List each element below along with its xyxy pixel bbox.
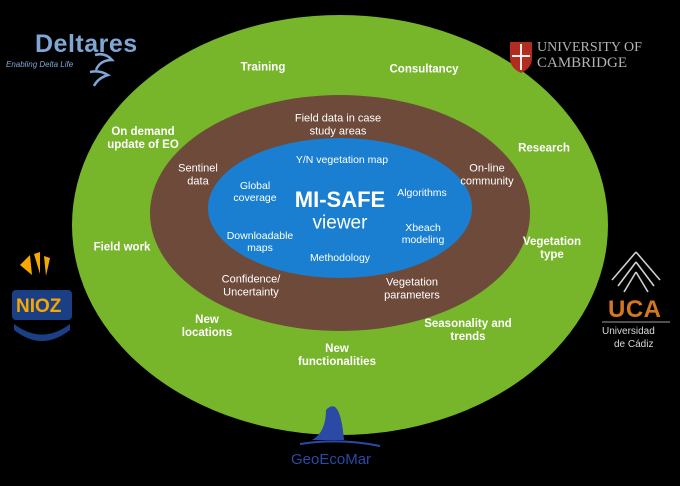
uca-logo-line3: de Cádiz	[614, 339, 654, 350]
nioz-logo-name: NIOZ	[16, 296, 62, 317]
middle-item-online-community: On-line community	[460, 162, 514, 187]
outer-item-seasonality-trends: Seasonality and trends	[424, 317, 512, 343]
outer-item-on-demand-update: On demand update of EO	[107, 125, 179, 151]
outer-item-vegetation-type: Vegetation type	[522, 235, 582, 261]
center-subtitle: viewer	[312, 212, 368, 234]
uca-logo-name: UCA	[608, 296, 662, 323]
inner-item-xbeach-modeling: Xbeach modeling	[401, 221, 445, 246]
inner-core	[208, 138, 472, 278]
outer-item-new-functionalities: New functionalities	[298, 342, 376, 368]
inner-item-downloadable-maps: Downloadable maps	[226, 229, 294, 254]
inner-item-yn-vegetation-map: Y/N vegetation map	[295, 153, 389, 166]
geoecomar-sail-logo	[299, 406, 381, 447]
nioz-logo	[12, 252, 72, 341]
deltares-logo-name: Deltares	[35, 30, 138, 58]
geoecomar-logo-name: GeoEcoMar	[291, 451, 372, 468]
cambridge-crest-logo	[510, 42, 532, 73]
outer-item-new-locations: New locations	[181, 313, 233, 339]
uca-emblem-logo	[602, 251, 670, 323]
outer-item-training: Training	[240, 61, 286, 74]
middle-item-field-data: Field data in case study areas	[294, 112, 382, 137]
deltares-wave-logo	[89, 52, 115, 87]
inner-item-methodology: Methodology	[309, 251, 371, 264]
center-title: MI-SAFE	[294, 186, 386, 212]
inner-item-global-coverage: Global coverage	[233, 179, 277, 204]
inner-item-algorithms: Algorithms	[397, 186, 447, 199]
outer-item-field-work: Field work	[93, 241, 151, 254]
deltares-logo-tagline: Enabling Delta Life	[6, 60, 74, 69]
middle-item-sentinel-data: Sentinel data	[178, 162, 218, 187]
uca-logo-line2: Universidad	[602, 326, 655, 337]
middle-item-vegetation-parameters: Vegetation parameters	[384, 276, 440, 301]
outer-item-research: Research	[518, 142, 570, 155]
cambridge-logo-line1: UNIVERSITY OF	[537, 40, 642, 55]
cambridge-logo-line2: CAMBRIDGE	[537, 55, 628, 71]
middle-item-confidence-uncertainty: Confidence/ Uncertainty	[221, 273, 281, 298]
outer-item-consultancy: Consultancy	[389, 63, 459, 76]
